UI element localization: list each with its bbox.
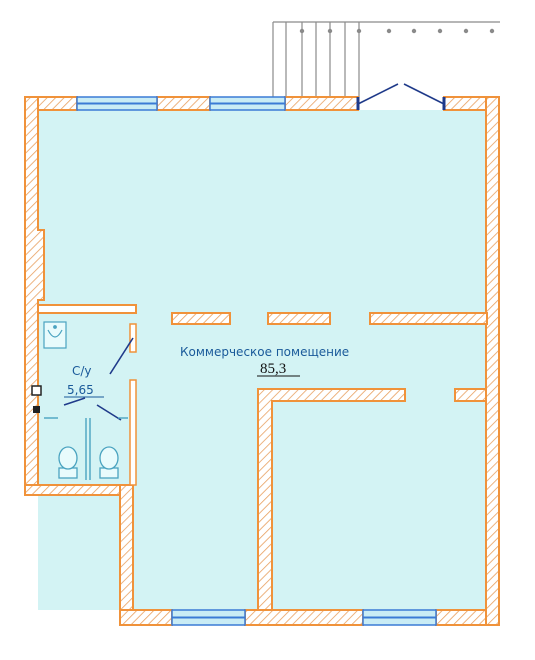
toilet-icon bbox=[58, 446, 119, 479]
toilet-1 bbox=[58, 446, 78, 479]
room-area-wc: 5,65 bbox=[67, 383, 94, 397]
window-bottom-2 bbox=[362, 609, 437, 626]
stairs-icon bbox=[272, 21, 500, 97]
toilet-2 bbox=[99, 446, 119, 479]
room-name-wc: С/у bbox=[72, 364, 92, 378]
wall-right bbox=[485, 96, 500, 626]
toilet-stalls bbox=[44, 417, 128, 480]
partition-3 bbox=[369, 312, 488, 325]
partition-1 bbox=[171, 312, 231, 325]
partition-2 bbox=[267, 312, 331, 325]
wall-bottom-a bbox=[119, 609, 173, 626]
room-name-commercial: Коммерческое помещение bbox=[180, 345, 349, 359]
sink-icon bbox=[43, 321, 67, 349]
wall-top-mid bbox=[156, 96, 211, 111]
wc-top-partition bbox=[37, 304, 137, 314]
window-icon bbox=[76, 96, 437, 626]
utility-marks bbox=[31, 385, 42, 413]
window-top-1 bbox=[76, 96, 158, 111]
wc-door bbox=[63, 337, 134, 421]
walls bbox=[24, 96, 500, 626]
inner-room-wall bbox=[257, 388, 406, 611]
window-top-2 bbox=[209, 96, 286, 111]
window-bottom-1 bbox=[171, 609, 246, 626]
stub-right bbox=[454, 388, 487, 402]
room-area-commercial: 85,3 bbox=[260, 361, 286, 377]
wall-bottom-b bbox=[244, 609, 364, 626]
wall-left-lower bbox=[119, 484, 134, 626]
door-swing-icon bbox=[356, 83, 446, 110]
wall-top-right-a bbox=[284, 96, 359, 111]
